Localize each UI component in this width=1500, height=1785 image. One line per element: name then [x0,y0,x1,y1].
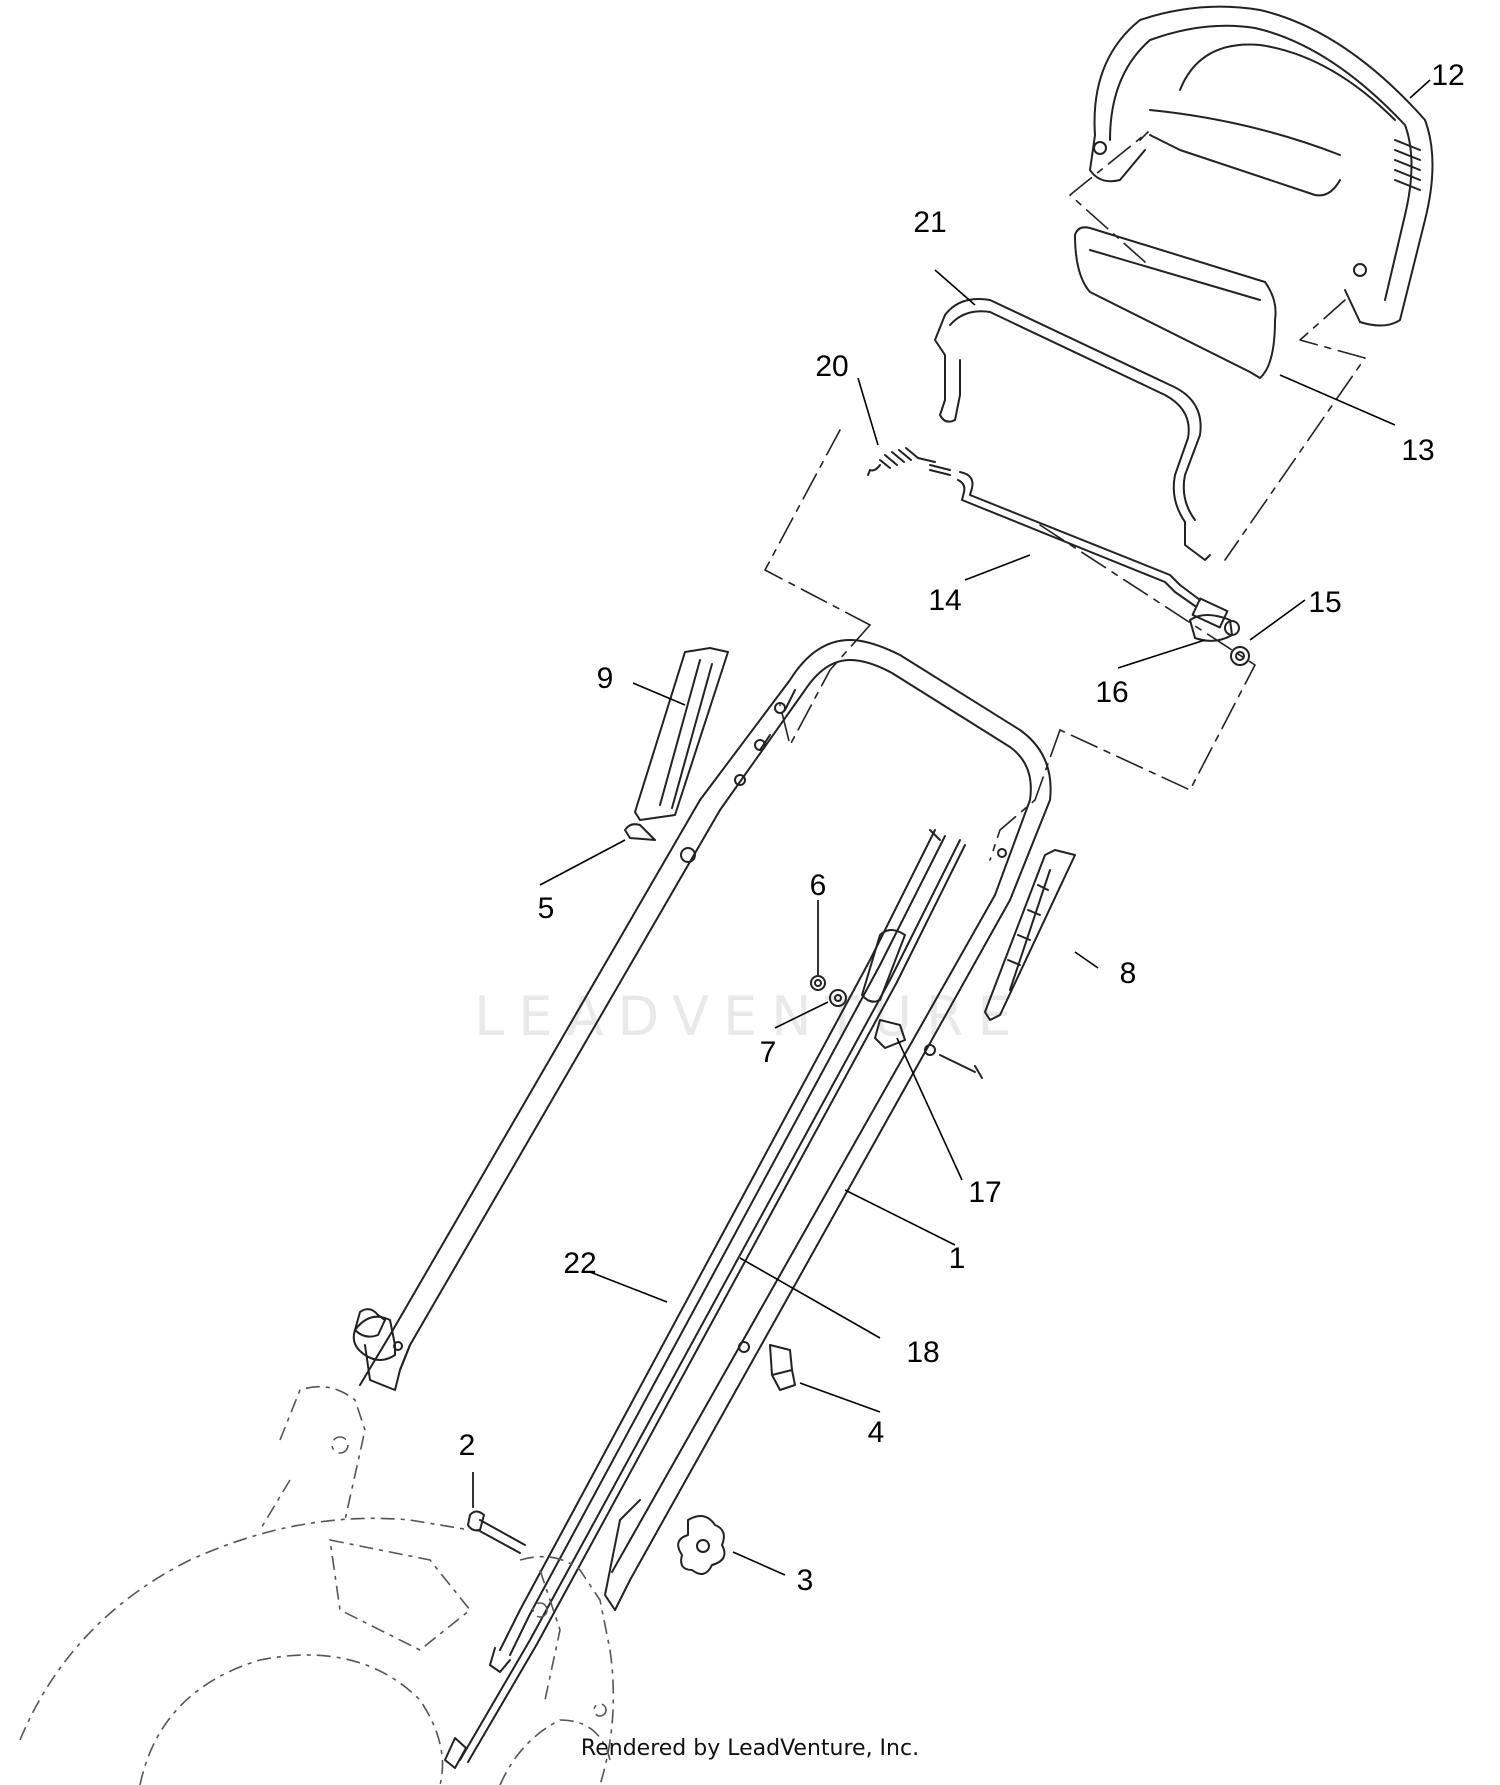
callout-5: 5 [538,892,555,925]
callout-9: 9 [597,662,614,695]
knob-3 [677,1515,726,1575]
callout-16: 16 [1095,676,1128,709]
callout-14: 14 [928,584,961,617]
callout-18: 21 [913,206,946,239]
callout-3: 3 [797,1564,814,1597]
bail-18 [934,298,1211,561]
footer-credit: Rendered by LeadVenture, Inc. [580,1736,920,1761]
callout-20: 17 [968,1176,1001,1209]
callout-7: 7 [760,1036,777,1069]
clip-5 [624,823,656,841]
cable-21 [489,829,946,1673]
callout-1: 1 [949,1242,966,1275]
callout-labels: 12 13 21 20 14 15 16 9 5 6 7 8 17 1 18 2… [459,59,1465,1597]
callout-2: 2 [459,1429,476,1462]
washer-15 [1230,646,1250,666]
upper-handle-1 [352,639,1052,1611]
callout-17: 20 [815,350,848,383]
callout-6: 6 [810,869,827,902]
cable-22 [444,839,966,1769]
grip-handle-12 [1089,5,1434,327]
leader-lines [472,79,1431,1576]
cable-bracket-20 [874,1019,906,1049]
mower-deck [19,1385,615,1785]
knob-left [354,1308,386,1338]
nut-6 [810,975,826,991]
handle-pad-9 [634,647,729,821]
spring-17 [867,447,936,476]
callout-12: 12 [1431,59,1464,92]
stud-4 [769,1344,796,1391]
grip-cover-13 [1074,226,1277,379]
washer-7 [829,989,847,1007]
control-rod-14 [929,464,1229,629]
callout-4: 4 [868,1416,885,1449]
handle-bolt [939,1054,983,1079]
callout-21: 18 [906,1336,939,1369]
callout-22: 22 [563,1247,596,1280]
callout-15: 15 [1308,586,1341,619]
assembly-dashed-lines [764,131,1366,861]
nut-left [680,847,696,863]
callout-8: 8 [1120,957,1137,990]
callout-13: 13 [1401,434,1434,467]
handle-pad-8 [984,849,1076,1021]
bolt-2 [467,1510,526,1554]
watermark-text: LEADVENTURE [474,985,1026,1048]
cable-sleeve [861,929,906,1003]
